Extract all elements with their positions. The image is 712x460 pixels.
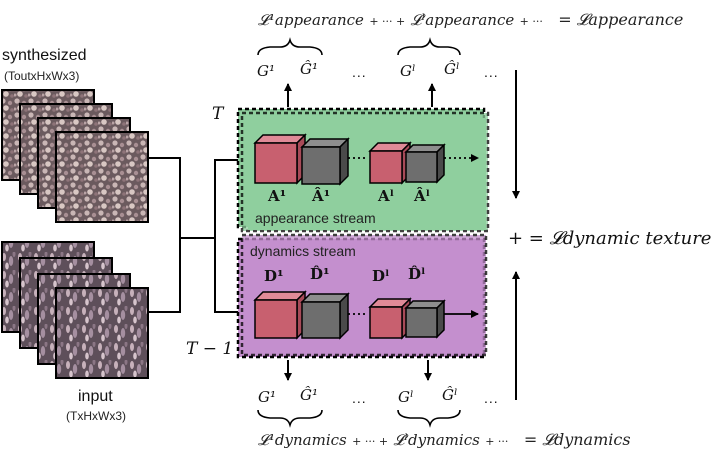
dynamics-stream-label: dynamics stream bbox=[250, 243, 356, 259]
input-label: input bbox=[78, 388, 113, 405]
dynamics-ellipsis-1: ... bbox=[352, 390, 367, 406]
appearance-g1-hat: Ĝ¹ bbox=[300, 60, 318, 78]
appearance-ellipsis-2: ... bbox=[484, 64, 499, 80]
stack-connectors bbox=[148, 157, 245, 313]
dynamics-loss-sep-1: + ··· + bbox=[352, 435, 389, 448]
input-dims: (TxHxWx3) bbox=[66, 409, 126, 423]
block-al-hat-label: Âˡ bbox=[414, 187, 431, 205]
dynamics-loss-term-l: 𝓛ˡdynamics bbox=[393, 431, 480, 449]
block-al-label: Aˡ bbox=[378, 187, 395, 205]
time-label-bottom: T − 1 bbox=[186, 339, 234, 359]
dynamics-gl: Gˡ bbox=[398, 388, 414, 406]
synthesized-dims: (ToutxHxWx3) bbox=[4, 69, 80, 83]
appearance-loss-term-l: 𝓛ˡappearance bbox=[410, 11, 515, 29]
block-a1-label: A¹ bbox=[268, 187, 287, 205]
appearance-loss-total: = 𝓛appearance bbox=[558, 10, 684, 29]
dynamics-loss-sep-2: + ··· bbox=[485, 435, 509, 448]
appearance-gl: Gˡ bbox=[400, 62, 416, 80]
dynamics-ellipsis-2: ... bbox=[484, 390, 499, 406]
block-dl-hat-label: D̂ˡ bbox=[408, 265, 426, 283]
block-a1-hat-label: Â¹ bbox=[312, 187, 331, 205]
appearance-gl-hat: Ĝˡ bbox=[444, 60, 460, 78]
appearance-ellipsis-1: ... bbox=[352, 64, 367, 80]
synthesized-frame-stack bbox=[1, 89, 149, 223]
dynamics-blocks bbox=[253, 290, 479, 340]
dynamics-gl-hat: Ĝˡ bbox=[442, 386, 458, 404]
dynamics-loss-total: = 𝓛dynamics bbox=[523, 430, 631, 449]
block-d1-hat-label: D̂¹ bbox=[310, 265, 330, 283]
appearance-loss-sep-2: + ··· bbox=[519, 15, 543, 28]
dynamic-texture-loss: + = 𝓛dynamic texture bbox=[508, 228, 712, 249]
appearance-stream-label: appearance stream bbox=[255, 210, 376, 226]
dynamics-loss-equation: 𝓛¹dynamics + ··· + 𝓛ˡdynamics + ··· = 𝓛d… bbox=[258, 430, 631, 450]
appearance-loss-equation: 𝓛¹appearance + ··· + 𝓛ˡappearance + ··· … bbox=[258, 10, 683, 30]
block-d1-label: D¹ bbox=[264, 267, 284, 285]
dynamics-output-arrows bbox=[284, 360, 432, 381]
dynamics-g1: G¹ bbox=[258, 388, 276, 406]
appearance-output-arrows bbox=[284, 83, 436, 107]
appearance-blocks bbox=[253, 133, 479, 186]
appearance-loss-sep-1: + ··· + bbox=[369, 15, 406, 28]
input-frame-stack bbox=[1, 241, 149, 379]
dynamics-loss-term-1: 𝓛¹dynamics bbox=[258, 431, 347, 449]
synthesized-label: synthesized bbox=[2, 47, 87, 64]
appearance-g1: G¹ bbox=[257, 62, 275, 80]
block-dl-label: Dˡ bbox=[372, 267, 390, 285]
appearance-loss-term-1: 𝓛¹appearance bbox=[258, 11, 364, 29]
time-label-top: T bbox=[212, 104, 224, 124]
dynamics-g1-hat: Ĝ¹ bbox=[300, 386, 318, 404]
braces bbox=[257, 37, 461, 428]
